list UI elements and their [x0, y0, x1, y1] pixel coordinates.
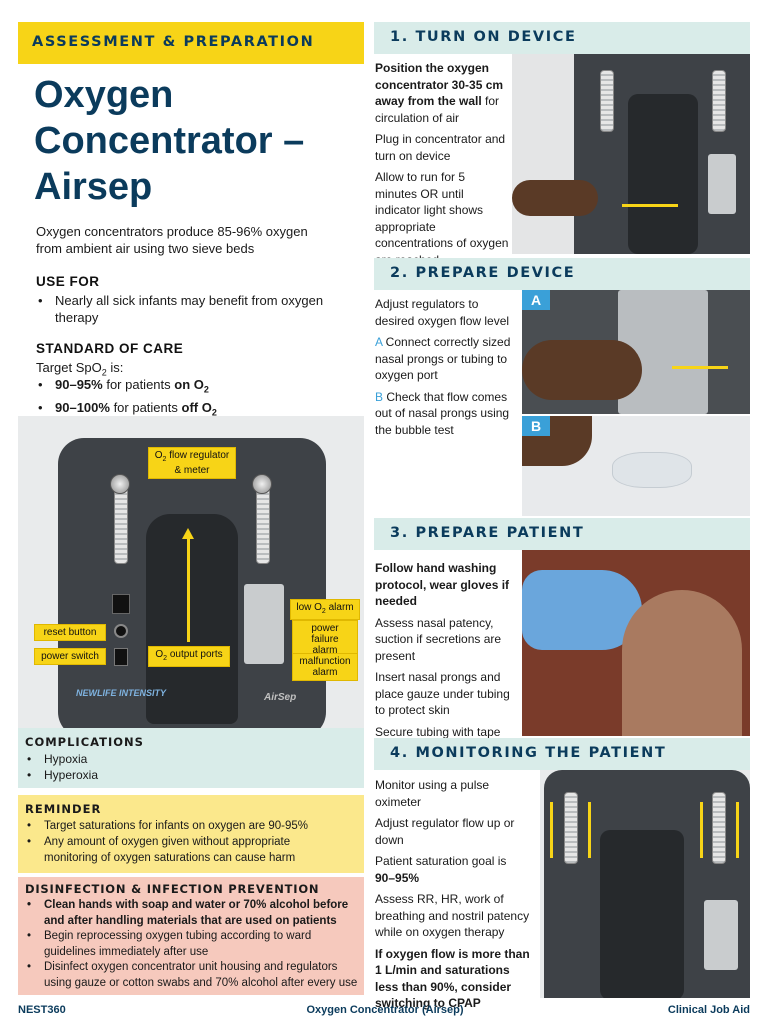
- label-reset-button: reset button: [34, 624, 106, 641]
- alarm-panel: [244, 584, 284, 664]
- step2-heading: 2. PREPARE DEVICE: [390, 265, 576, 281]
- disinfection-list: Clean hands with soap and water or 70% a…: [25, 898, 357, 991]
- list-item: Disinfect oxygen concentrator unit housi…: [25, 960, 357, 991]
- flow-meter-left: [114, 484, 128, 564]
- power-switch-shape: [114, 648, 128, 666]
- step2-text: Adjust regulators to desired oxygen flow…: [375, 297, 511, 437]
- footer-right: Clinical Job Aid: [667, 1004, 750, 1016]
- list-item: Clean hands with soap and water or 70% a…: [25, 898, 357, 929]
- list-item: Nearly all sick infants may benefit from…: [36, 292, 356, 326]
- list-item: Target saturations for infants on oxygen…: [25, 818, 308, 834]
- use-for-list: Nearly all sick infants may benefit from…: [36, 292, 356, 326]
- regulator-knob-left: [110, 474, 130, 494]
- brand-left: NEWLIFE INTENSITY: [76, 688, 166, 698]
- step1-photo: [512, 54, 750, 254]
- step3-banner: [374, 518, 750, 550]
- label-output-ports: O2 output ports: [148, 646, 230, 667]
- step3-text: Follow hand washing protocol, wear glove…: [375, 561, 510, 739]
- label-power-switch: power switch: [34, 648, 106, 665]
- regulator-knob-right: [252, 474, 272, 494]
- list-item: Hyperoxia: [25, 767, 98, 783]
- footer-center: Oxygen Concentrator (Airsep): [306, 1004, 464, 1016]
- step4-banner: [374, 738, 750, 770]
- output-recess: [146, 514, 238, 724]
- use-for-heading: USE FOR: [36, 274, 100, 289]
- hand: [512, 180, 598, 216]
- section-banner: [18, 22, 364, 64]
- step2-banner: [374, 258, 750, 290]
- list-item: 90–100% for patients off O2: [36, 399, 217, 422]
- list-item: Begin reprocessing oxygen tubing accordi…: [25, 929, 357, 960]
- target-spo2: Target SpO2 is:: [36, 360, 124, 378]
- label-low-o2-alarm: low O2 alarm: [290, 599, 360, 620]
- photo-tag-b: B: [522, 416, 550, 436]
- step4-heading: 4. MONITORING THE PATIENT: [390, 745, 667, 761]
- step3-photo: [522, 550, 750, 736]
- standard-list: 90–95% for patients on O2 90–100% for pa…: [36, 376, 217, 421]
- intro-text: Oxygen concentrators produce 85-96% oxyg…: [36, 224, 308, 256]
- output-arrow: [187, 538, 190, 642]
- step4-text: Monitor using a pulse oximeter Adjust re…: [375, 778, 530, 1010]
- flow-meter-right: [256, 484, 270, 564]
- footer-left: NEST360: [18, 1004, 66, 1016]
- list-item: Any amount of oxygen given without appro…: [25, 834, 308, 866]
- reminder-heading: REMINDER: [25, 802, 102, 816]
- list-item: 90–95% for patients on O2: [36, 376, 217, 399]
- step1-heading: 1. TURN ON DEVICE: [390, 29, 577, 45]
- disinfection-heading: DISINFECTION & INFECTION PREVENTION: [25, 882, 320, 896]
- step1-banner: [374, 22, 750, 54]
- reset-button-shape: [114, 624, 128, 638]
- complications-heading: COMPLICATIONS: [25, 735, 144, 749]
- list-item: Hypoxia: [25, 751, 98, 767]
- display-window: [112, 594, 130, 614]
- page-title: Oxygen Concentrator – Airsep: [34, 74, 305, 208]
- step1-arrow: [622, 204, 678, 207]
- brand-right: AirSep: [264, 692, 297, 703]
- step2-photo-b: [522, 416, 750, 516]
- section-title: ASSESSMENT & PREPARATION: [32, 34, 315, 50]
- reminder-list: Target saturations for infants on oxygen…: [25, 818, 308, 866]
- step1-text: Position the oxygen concentrator 30-35 c…: [375, 61, 509, 267]
- standard-heading: STANDARD OF CARE: [36, 341, 184, 356]
- complications-list: Hypoxia Hyperoxia: [25, 751, 98, 783]
- step4-photo: [540, 770, 750, 998]
- step3-heading: 3. PREPARE PATIENT: [390, 525, 585, 541]
- output-arrow-head: [182, 528, 194, 539]
- photo-tag-a: A: [522, 290, 550, 310]
- device-diagram: NEWLIFE INTENSITY AirSep O2 flow regulat…: [18, 416, 364, 728]
- step2-photo-a: [522, 290, 750, 414]
- label-flow-regulator: O2 flow regulator& meter: [148, 447, 236, 479]
